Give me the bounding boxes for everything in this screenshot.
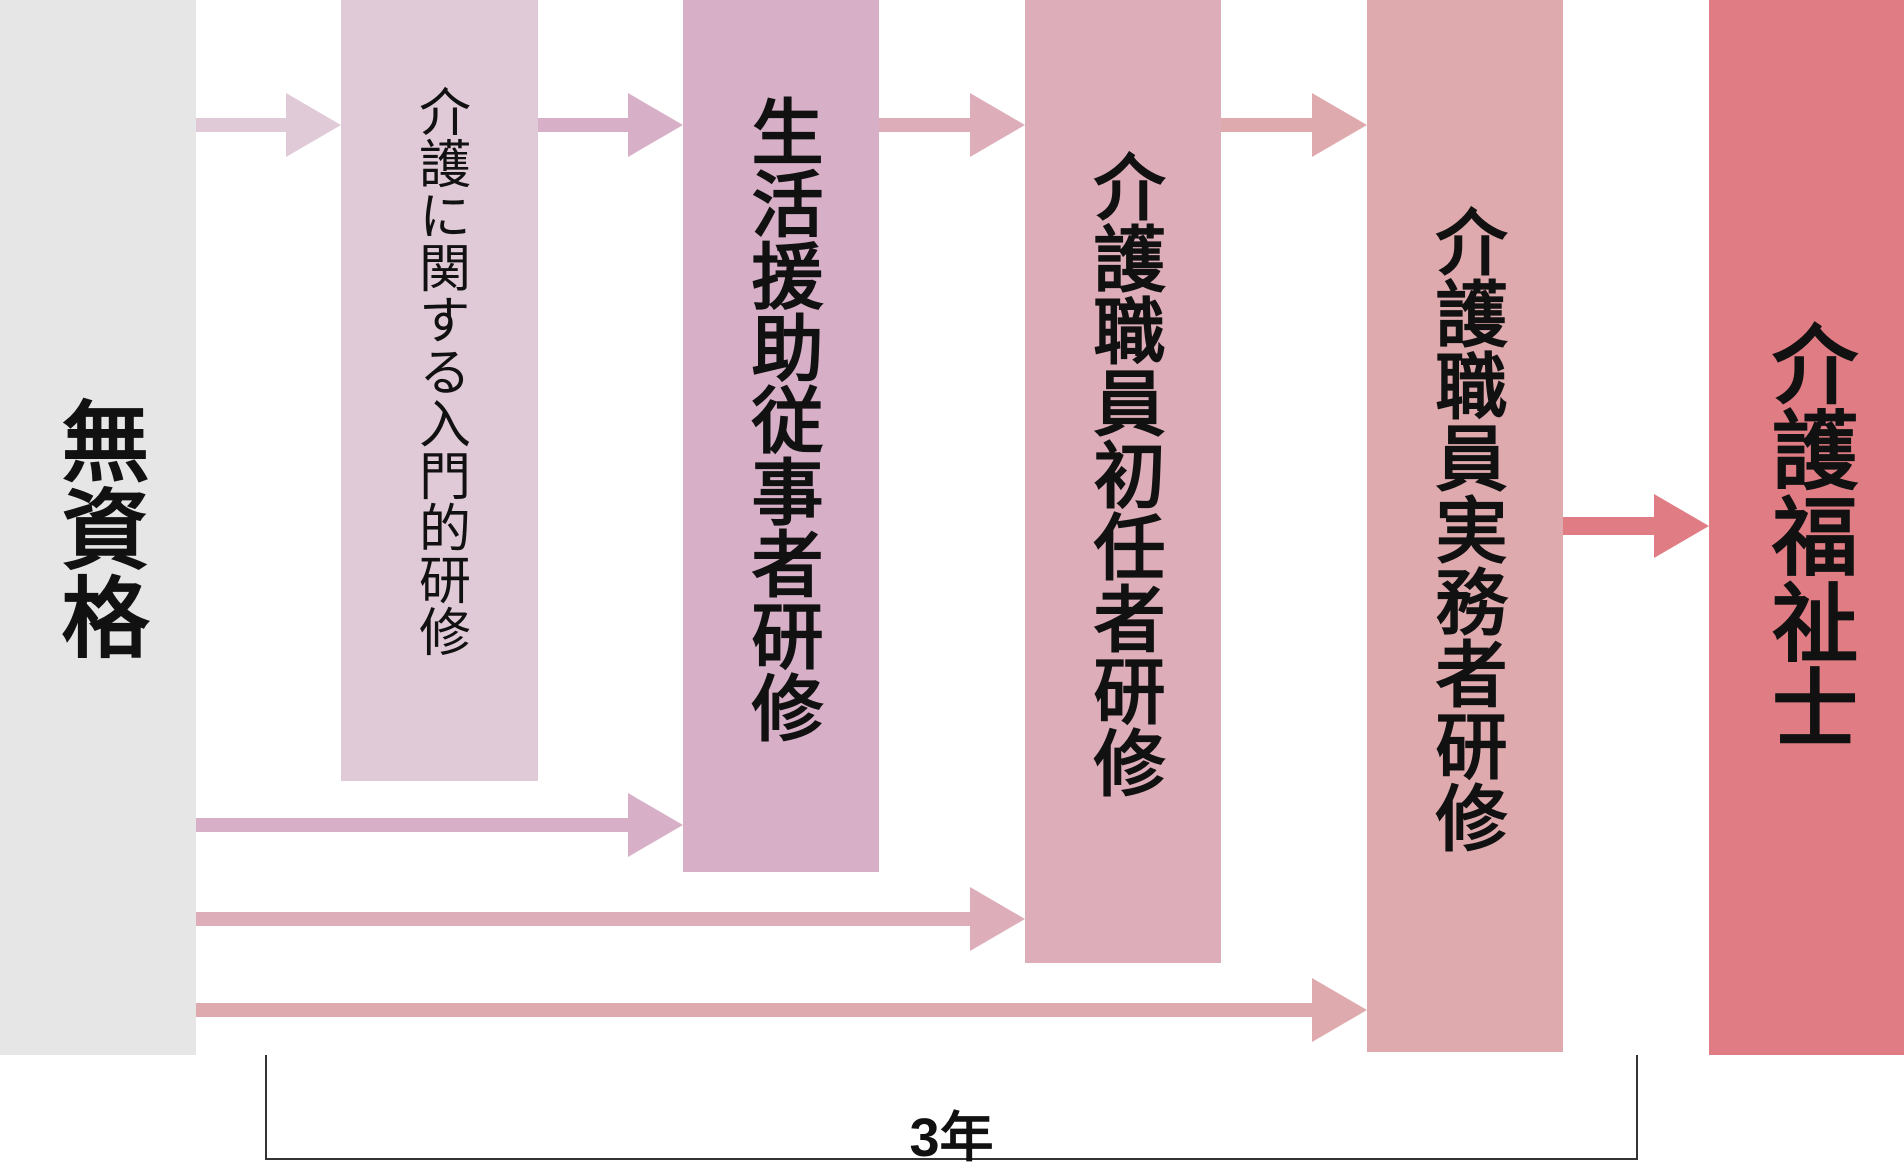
duration-label: 3年: [909, 1108, 994, 1168]
stage-label: 介護職員実務者研修: [1423, 205, 1507, 853]
stage-care-worker: 介護福祉士: [1709, 0, 1904, 1055]
stage-label: 生活援助従事者研修: [739, 95, 823, 743]
stage-life-support-training: 生活援助従事者研修: [683, 0, 879, 872]
arrow-no-qual-to-practical: [196, 978, 1367, 1042]
arrow-life-support-to-initial: [879, 93, 1025, 157]
duration-bracket: 3年: [265, 1055, 1638, 1168]
stage-no-qualification: 無資格: [0, 0, 196, 1055]
stage-label: 介護福祉士: [1756, 320, 1857, 750]
arrow-practical-to-care-worker: [1563, 494, 1709, 558]
stage-initial-training: 介護職員初任者研修: [1025, 0, 1221, 963]
arrow-no-qual-to-intro: [196, 93, 341, 157]
arrow-no-qual-to-initial: [196, 887, 1025, 951]
stage-label: 無資格: [47, 395, 150, 660]
stage-practical-training: 介護職員実務者研修: [1367, 0, 1563, 1052]
arrow-intro-to-life-support: [538, 93, 683, 157]
arrow-initial-to-practical: [1221, 93, 1367, 157]
stage-intro-training: 介護に関する入門的研修: [341, 0, 538, 781]
stage-label: 介護に関する入門的研修: [409, 85, 470, 657]
arrow-no-qual-to-life-support: [196, 793, 683, 857]
stage-label: 介護職員初任者研修: [1081, 150, 1165, 798]
